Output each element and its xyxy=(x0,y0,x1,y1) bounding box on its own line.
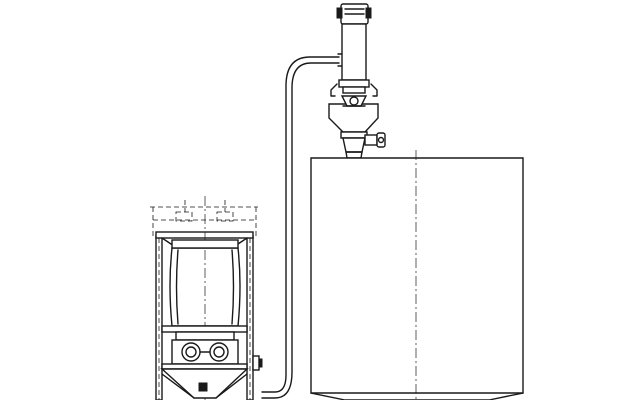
massager-wheels xyxy=(171,339,239,365)
bulk-bag-discharger xyxy=(150,196,263,400)
receiving-hopper xyxy=(310,150,524,400)
conveying-hose xyxy=(261,56,340,399)
discharge-valve xyxy=(340,131,386,159)
vacuum-conveyor xyxy=(328,3,379,133)
